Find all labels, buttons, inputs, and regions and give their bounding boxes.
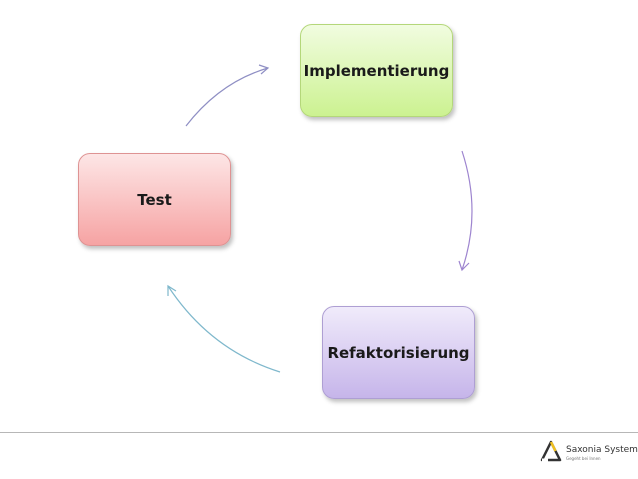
arrowhead-implementierung: [258, 64, 270, 75]
footer-divider: [0, 432, 638, 433]
arrowhead-refaktorisierung: [458, 260, 470, 272]
node-implementierung: Implementierung: [300, 24, 453, 117]
arrowhead-test: [167, 284, 177, 296]
arrow-refaktorisierung-to-test: [167, 285, 281, 373]
saxonia-logo: Saxonia Systems Gegeht bei Innen: [540, 440, 638, 466]
saxonia-logo-icon: [540, 440, 562, 462]
node-test: Test: [78, 153, 231, 246]
arrow-implementierung-to-refaktorisierung: [461, 150, 473, 271]
node-test-label: Test: [137, 190, 172, 209]
node-implementierung-label: Implementierung: [303, 61, 450, 80]
logo-tagline: Gegeht bei Innen: [566, 456, 601, 461]
node-refaktorisierung: Refaktorisierung: [322, 306, 475, 399]
arrow-test-to-implementierung: [185, 67, 269, 127]
node-refaktorisierung-label: Refaktorisierung: [327, 343, 470, 362]
logo-name: Saxonia Systems: [566, 445, 638, 455]
